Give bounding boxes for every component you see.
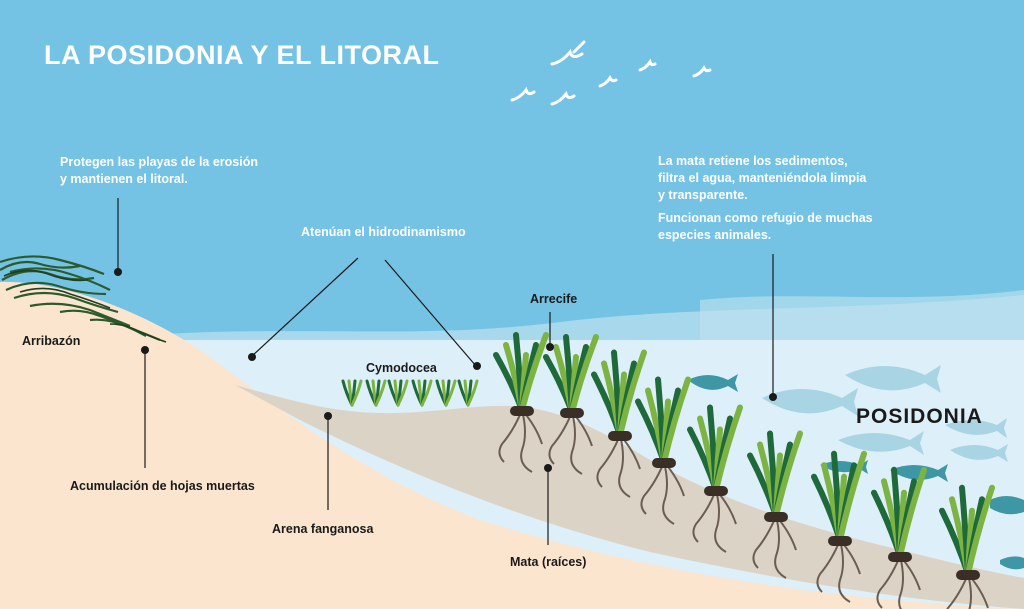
cymodocea-plant <box>457 379 479 407</box>
annotation-refugio-line1: Funcionan como refugio de muchas <box>658 211 873 225</box>
cymodocea-plant <box>411 379 433 407</box>
cymodocea-plant <box>341 379 363 407</box>
annotation-protegen: Protegen las playas de la erosión y mant… <box>60 154 258 188</box>
cymodocea-plants <box>341 379 479 407</box>
annotation-mata-retiene: La mata retiene los sedimentos, filtra e… <box>658 153 866 204</box>
seagull-icons <box>510 40 712 106</box>
annotation-refugio: Funcionan como refugio de muchas especie… <box>658 210 873 244</box>
label-arena: Arena fanganosa <box>272 522 374 536</box>
cymodocea-plant <box>435 379 457 407</box>
posidonia-plant <box>871 466 927 609</box>
fish-icons <box>688 365 1024 570</box>
posidonia-plant <box>687 404 743 553</box>
leader-dots <box>114 268 777 472</box>
posidonia-plant <box>747 430 803 579</box>
cymodocea-plant <box>387 379 409 407</box>
water-ripple <box>700 290 1024 340</box>
label-mata: Mata (raíces) <box>510 555 587 569</box>
posidonia-plant <box>493 332 549 473</box>
label-cymodocea: Cymodocea <box>366 361 437 375</box>
label-arrecife: Arrecife <box>530 292 578 306</box>
leader-lines <box>117 198 774 545</box>
annotation-mata-line2: filtra el agua, manteniéndola limpia <box>658 171 867 185</box>
label-posidonia: POSIDONIA <box>856 405 983 428</box>
annotation-protegen-line2: y mantienen el litoral. <box>60 172 188 186</box>
label-acumulacion: Acumulación de hojas muertas <box>70 479 255 493</box>
arribazon-leaves-dark <box>3 269 167 343</box>
annotation-protegen-line1: Protegen las playas de la erosión <box>60 155 258 169</box>
label-arribazon: Arribazón <box>22 334 81 348</box>
posidonia-plant <box>635 376 691 525</box>
annotation-mata-line1: La mata retiene los sedimentos, <box>658 154 848 168</box>
posidonia-plant <box>591 349 647 498</box>
annotation-atenuan: Atenúan el hidrodinamismo <box>301 225 466 239</box>
posidonia-plants <box>493 332 995 609</box>
page-title: LA POSIDONIA Y EL LITORAL <box>44 40 440 70</box>
sand-beach <box>0 281 1024 609</box>
annotation-refugio-line2: especies animales. <box>658 228 772 242</box>
posidonia-plant <box>939 484 995 609</box>
posidonia-plant <box>811 450 867 603</box>
posidonia-plant <box>543 334 599 475</box>
annotation-mata-line3: y transparente. <box>658 188 748 202</box>
cymodocea-plant <box>365 379 387 407</box>
